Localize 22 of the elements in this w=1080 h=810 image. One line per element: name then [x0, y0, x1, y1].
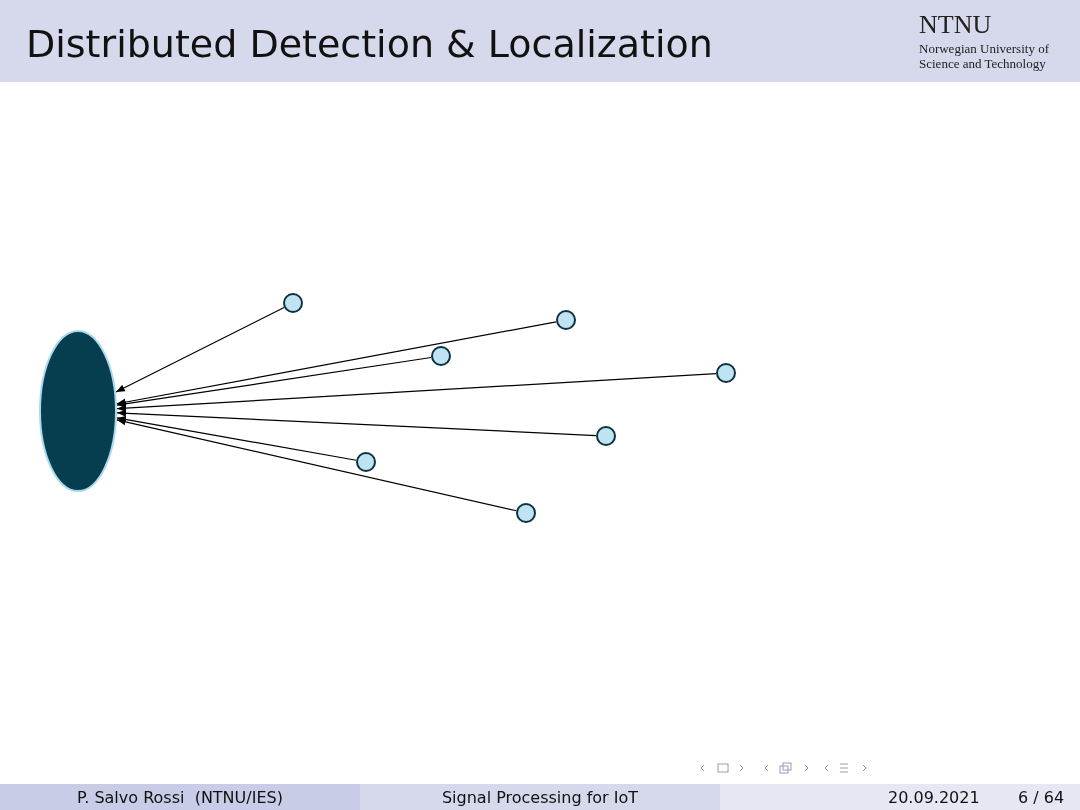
footer-author: P. Salvo Rossi (NTNU/IES) — [0, 784, 360, 810]
arrow — [116, 418, 517, 512]
sensor-node-circle — [596, 426, 616, 446]
university-full-name: Norwegian University of Science and Technology — [919, 41, 1050, 71]
sensor-node-circle — [716, 363, 736, 383]
arrow — [116, 356, 432, 408]
sensor-node-circle — [283, 293, 303, 313]
sensor-node-circle — [516, 503, 536, 523]
arrow — [116, 409, 597, 437]
arrow — [116, 321, 557, 406]
sensor-node-circle — [431, 346, 451, 366]
slide-title: Distributed Detection & Localization — [26, 22, 713, 66]
fusion-center-ellipse — [39, 330, 117, 492]
arrow — [116, 415, 357, 461]
page-number: 6 / 64 — [1018, 786, 1065, 809]
arrow — [115, 306, 285, 393]
arrow — [116, 373, 717, 412]
footer-date: 20.09.2021 — [888, 786, 980, 809]
sensor-node-circle — [556, 310, 576, 330]
footer-course-title: Signal Processing for IoT — [360, 784, 720, 810]
university-name: NTNU — [919, 10, 992, 40]
sensor-node-circle — [356, 452, 376, 472]
